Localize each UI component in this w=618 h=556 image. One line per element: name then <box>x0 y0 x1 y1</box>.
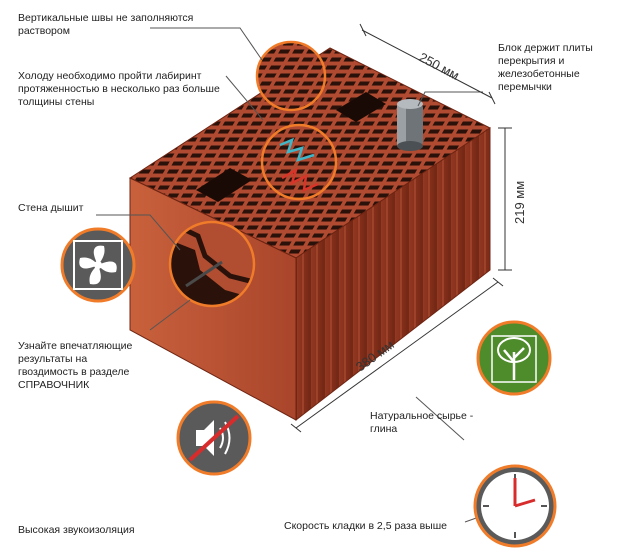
block-void <box>196 168 252 202</box>
magnifier-labyrinth <box>260 123 338 201</box>
magnifier-top <box>255 40 327 112</box>
tree-icon <box>476 320 552 396</box>
label-nails-link[interactable]: СПРАВОЧНИК <box>18 379 90 391</box>
label-nails-line: гвоздимость в разделе <box>18 366 130 378</box>
label-labyrinth: Холоду необходимо пройти лабиринт протяж… <box>18 70 220 108</box>
label-nails-line: Узнайте впечатляющие <box>18 340 133 352</box>
bolt-icon <box>397 99 423 151</box>
label-breathing: Стена дышит <box>18 202 84 214</box>
mute-speaker-icon <box>176 400 252 476</box>
label-sound: Высокая звукоизоляция <box>18 524 135 536</box>
label-nails: Узнайте впечатляющие результаты на гвозд… <box>18 340 148 392</box>
label-nails-line: результаты на <box>18 353 88 365</box>
label-holds: Блок держит плиты перекрытия и железобет… <box>498 42 593 93</box>
leader-lines <box>96 27 511 523</box>
dim-height: 219 мм <box>512 181 527 224</box>
label-speed: Скорость кладки в 2,5 раза выше <box>284 520 447 532</box>
dimension-lines <box>290 23 512 433</box>
label-vertical-seams: Вертикальные швы не заполняются растворо… <box>18 12 194 37</box>
fan-icon <box>60 227 136 303</box>
block-side-face <box>295 127 491 422</box>
clock-icon <box>473 464 557 548</box>
dim-width: 250 мм <box>417 49 462 83</box>
block-void <box>336 92 386 122</box>
label-natural: Натуральное сырье - глина <box>370 410 474 435</box>
